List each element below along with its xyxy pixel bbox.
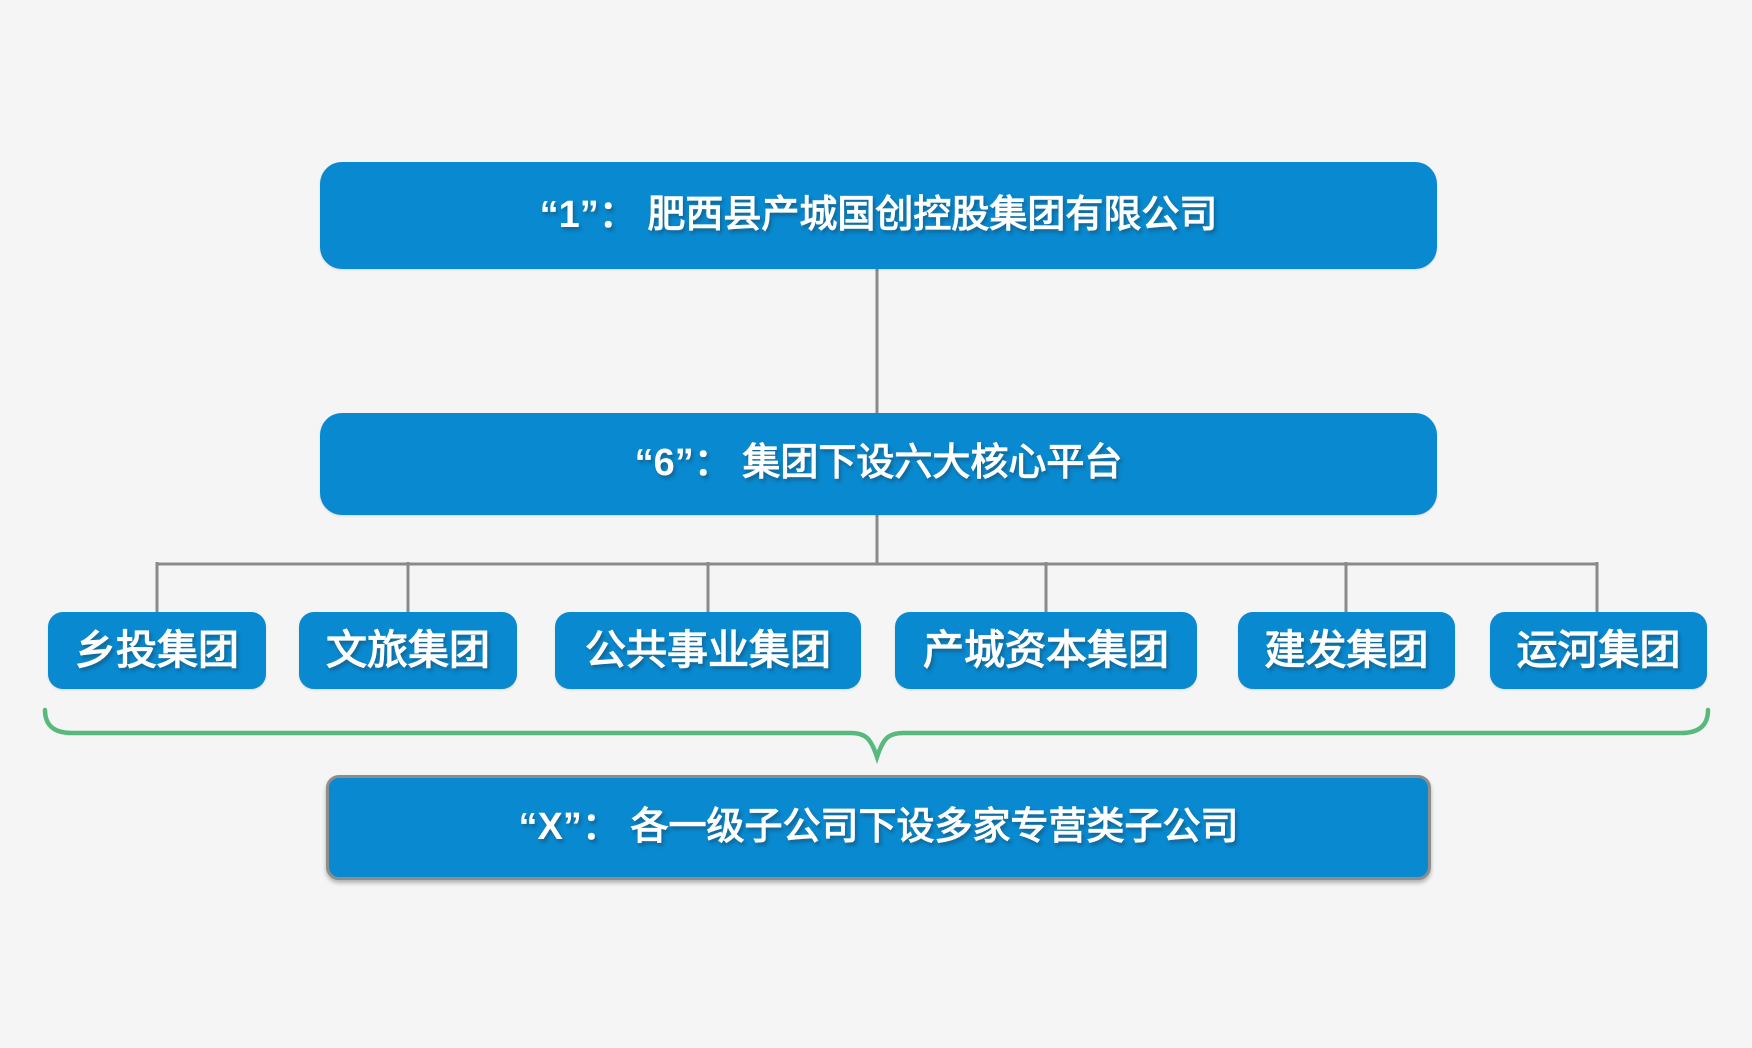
platform-label: 产城资本集团 bbox=[923, 626, 1169, 673]
platform-label: 运河集团 bbox=[1516, 626, 1681, 673]
root-company-box: “1”： 肥西县产城国创控股集团有限公司 bbox=[320, 162, 1437, 269]
platform-label: 建发集团 bbox=[1264, 626, 1429, 673]
platform-box-wenlv: 文旅集团 bbox=[299, 612, 517, 689]
core-platforms-label: “6”： 集团下设六大核心平台 bbox=[634, 442, 1123, 485]
subsidiaries-box: “X”： 各一级子公司下设多家专营类子公司 bbox=[326, 775, 1431, 880]
platform-box-xiangtou: 乡投集团 bbox=[48, 612, 266, 689]
platform-label: 公共事业集团 bbox=[585, 626, 831, 673]
platform-label: 文旅集团 bbox=[326, 626, 490, 673]
platform-label: 乡投集团 bbox=[75, 626, 239, 673]
platform-box-gonggongshiye: 公共事业集团 bbox=[555, 612, 861, 689]
root-company-label: “1”： 肥西县产城国创控股集团有限公司 bbox=[539, 193, 1218, 236]
subsidiaries-label: “X”： 各一级子公司下设多家专营类子公司 bbox=[518, 805, 1239, 848]
platform-box-chanchengziben: 产城资本集团 bbox=[895, 612, 1197, 689]
core-platforms-box: “6”： 集团下设六大核心平台 bbox=[320, 413, 1437, 515]
platform-box-jianfa: 建发集团 bbox=[1238, 612, 1455, 689]
curly-brace bbox=[42, 707, 1711, 765]
platform-box-yunhe: 运河集团 bbox=[1490, 612, 1707, 689]
